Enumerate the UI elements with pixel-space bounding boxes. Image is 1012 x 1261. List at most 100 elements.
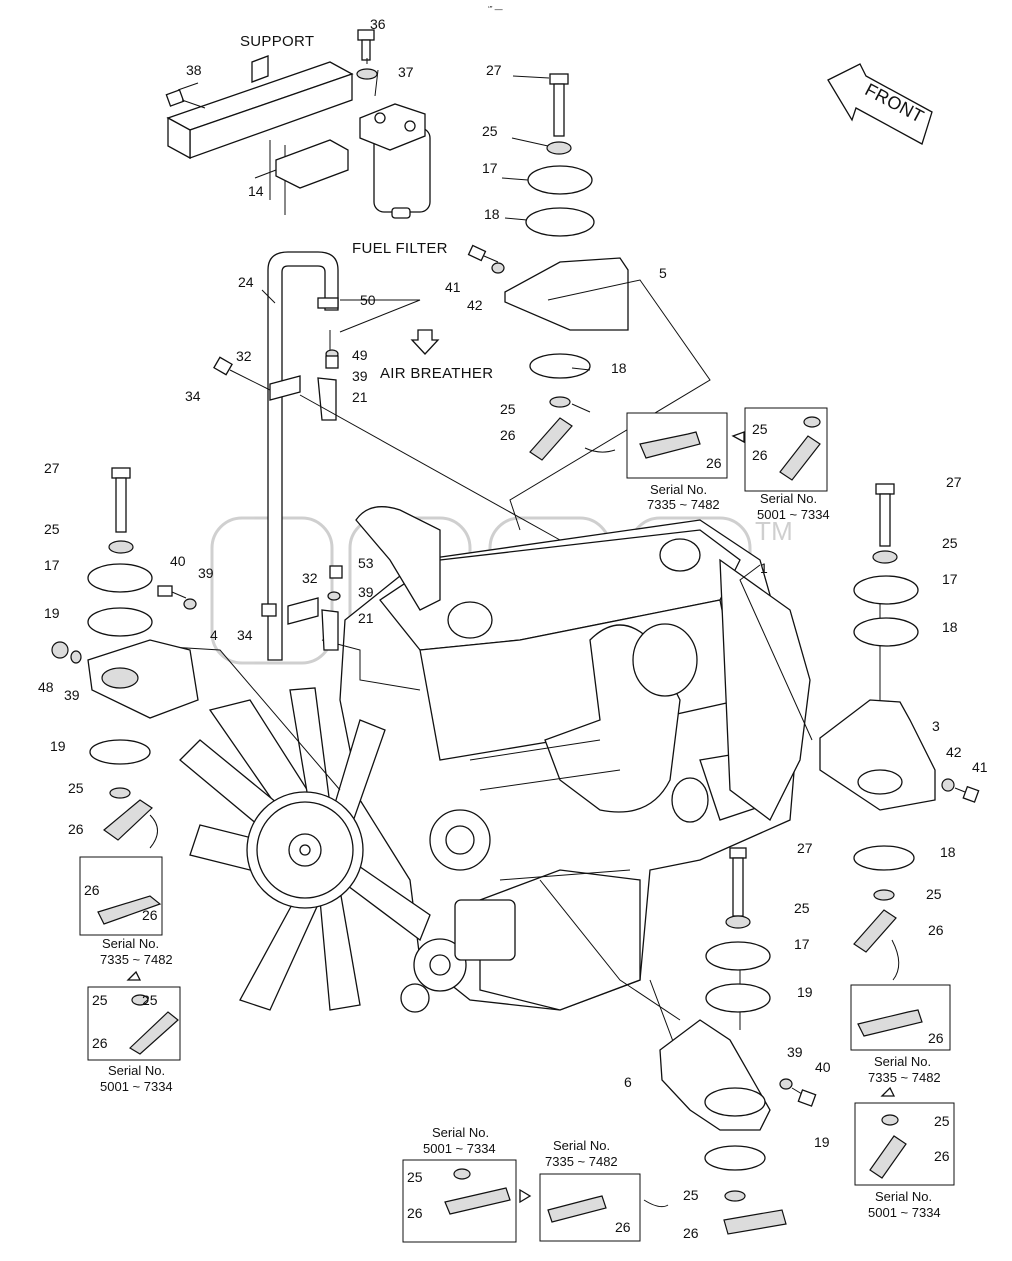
- inset-top-b: [731, 407, 828, 492]
- bolt-40-bottom: [779, 1078, 817, 1107]
- serial-label-bottom-a: Serial No.: [432, 1125, 489, 1140]
- callout-label: 26: [84, 882, 100, 898]
- callout-label: 39: [352, 368, 368, 384]
- front-arrow: FRONT: [827, 63, 933, 145]
- clamp-32-upper: [213, 356, 301, 401]
- inset-right-b: [854, 1086, 955, 1186]
- callout-label: 1: [760, 560, 768, 576]
- callout-label: 25: [482, 123, 498, 139]
- callout-label: 53: [358, 555, 374, 571]
- washer-37: [356, 68, 378, 80]
- callout-label: 24: [238, 274, 254, 290]
- callout-label: 25: [752, 421, 768, 437]
- callout-label: 25: [683, 1187, 699, 1203]
- serial-label-right-b: Serial No.: [875, 1189, 932, 1204]
- callout-label: 25: [92, 992, 108, 1008]
- callout-label: 39: [64, 687, 80, 703]
- callout-label: 26: [407, 1205, 423, 1221]
- caption-air-breather: AIR BREATHER: [380, 365, 493, 382]
- callout-label: 26: [928, 922, 944, 938]
- inset-bottom-a: [402, 1159, 532, 1243]
- callout-label: 18: [484, 206, 500, 222]
- callout-label: 41: [972, 759, 988, 775]
- callout-labels: 36 37 38 14 27 25 17 18 41 42 5 24 50 49…: [38, 16, 988, 1241]
- callout-label: 3: [932, 718, 940, 734]
- callout-label: 26: [752, 447, 768, 463]
- callout-label: 49: [352, 347, 368, 363]
- callout-label: 48: [38, 679, 54, 695]
- callout-label: 32: [236, 348, 252, 364]
- inset-bottom-b: [539, 1173, 669, 1242]
- callout-label: 27: [486, 62, 502, 78]
- callout-label: 42: [467, 297, 483, 313]
- inset-top-a: [584, 412, 728, 479]
- serial-range-right-b: 5001 ~ 7334: [868, 1205, 941, 1220]
- callout-label: 40: [815, 1059, 831, 1075]
- callout-label: 25: [942, 535, 958, 551]
- callout-label: 19: [797, 984, 813, 1000]
- serial-range-left-b: 5001 ~ 7334: [100, 1079, 173, 1094]
- callout-label: 19: [814, 1134, 830, 1150]
- callout-label: 26: [928, 1030, 944, 1046]
- callout-label: 4: [210, 627, 218, 643]
- callout-label: 39: [358, 584, 374, 600]
- serial-range-top-b: 5001 ~ 7334: [757, 507, 830, 522]
- serial-range-bottom-a: 5001 ~ 7334: [423, 1141, 496, 1156]
- callout-label: 21: [358, 610, 374, 626]
- callout-label: 40: [170, 553, 186, 569]
- callout-label: 27: [946, 474, 962, 490]
- callout-label: 14: [248, 183, 264, 199]
- bolt-41-top: [467, 244, 505, 274]
- inset-right-a: [850, 984, 951, 1051]
- callout-label: 38: [186, 62, 202, 78]
- callout-label: 37: [398, 64, 414, 80]
- callout-label: 26: [500, 427, 516, 443]
- watermark-tm: TM: [755, 516, 793, 546]
- callout-label: 41: [445, 279, 461, 295]
- arrow-air-breather: [410, 329, 440, 355]
- callout-label: 26: [68, 821, 84, 837]
- serial-label-left-b: Serial No.: [108, 1063, 165, 1078]
- callout-label: 6: [624, 1074, 632, 1090]
- callout-label: 19: [50, 738, 66, 754]
- serial-range-right-a: 7335 ~ 7482: [868, 1070, 941, 1085]
- callout-label: 26: [142, 907, 158, 923]
- callout-label: 25: [926, 886, 942, 902]
- callout-label: 26: [615, 1219, 631, 1235]
- bolt-38: [165, 89, 206, 109]
- engine-assembly: [339, 506, 811, 1011]
- caption-support: SUPPORT: [240, 33, 314, 50]
- air-breather-pipe: [267, 251, 339, 661]
- callout-label: 17: [942, 571, 958, 587]
- callout-label: 26: [92, 1035, 108, 1051]
- inset-left-a: [79, 856, 163, 936]
- callout-label: 39: [787, 1044, 803, 1060]
- inset-left-b: [87, 970, 181, 1061]
- callout-label: 17: [482, 160, 498, 176]
- serial-label-left-a: Serial No.: [102, 936, 159, 951]
- callout-label: 25: [44, 521, 60, 537]
- callout-label: 18: [940, 844, 956, 860]
- nut-48: [51, 641, 82, 664]
- callout-label: 25: [934, 1113, 950, 1129]
- callout-label: 26: [683, 1225, 699, 1241]
- callout-label: 26: [706, 455, 722, 471]
- serial-range-left-a: 7335 ~ 7482: [100, 952, 173, 967]
- bolt-36: [357, 29, 375, 61]
- callout-label: 25: [68, 780, 84, 796]
- callout-label: 34: [185, 388, 201, 404]
- callout-label: 25: [794, 900, 810, 916]
- callout-label: 25: [407, 1169, 423, 1185]
- callout-label: 50: [360, 292, 376, 308]
- serial-label-top-a: Serial No.: [650, 482, 707, 497]
- serial-label-top-b: Serial No.: [760, 491, 817, 506]
- callout-label: 34: [237, 627, 253, 643]
- support-bracket: [166, 55, 354, 215]
- callout-label: 42: [946, 744, 962, 760]
- fuel-filter: [359, 103, 431, 219]
- callout-label: 19: [44, 605, 60, 621]
- mount-stack-bottom: [659, 847, 787, 1235]
- serial-label-right-a: Serial No.: [874, 1054, 931, 1069]
- top-mark: ‘” —: [488, 5, 503, 14]
